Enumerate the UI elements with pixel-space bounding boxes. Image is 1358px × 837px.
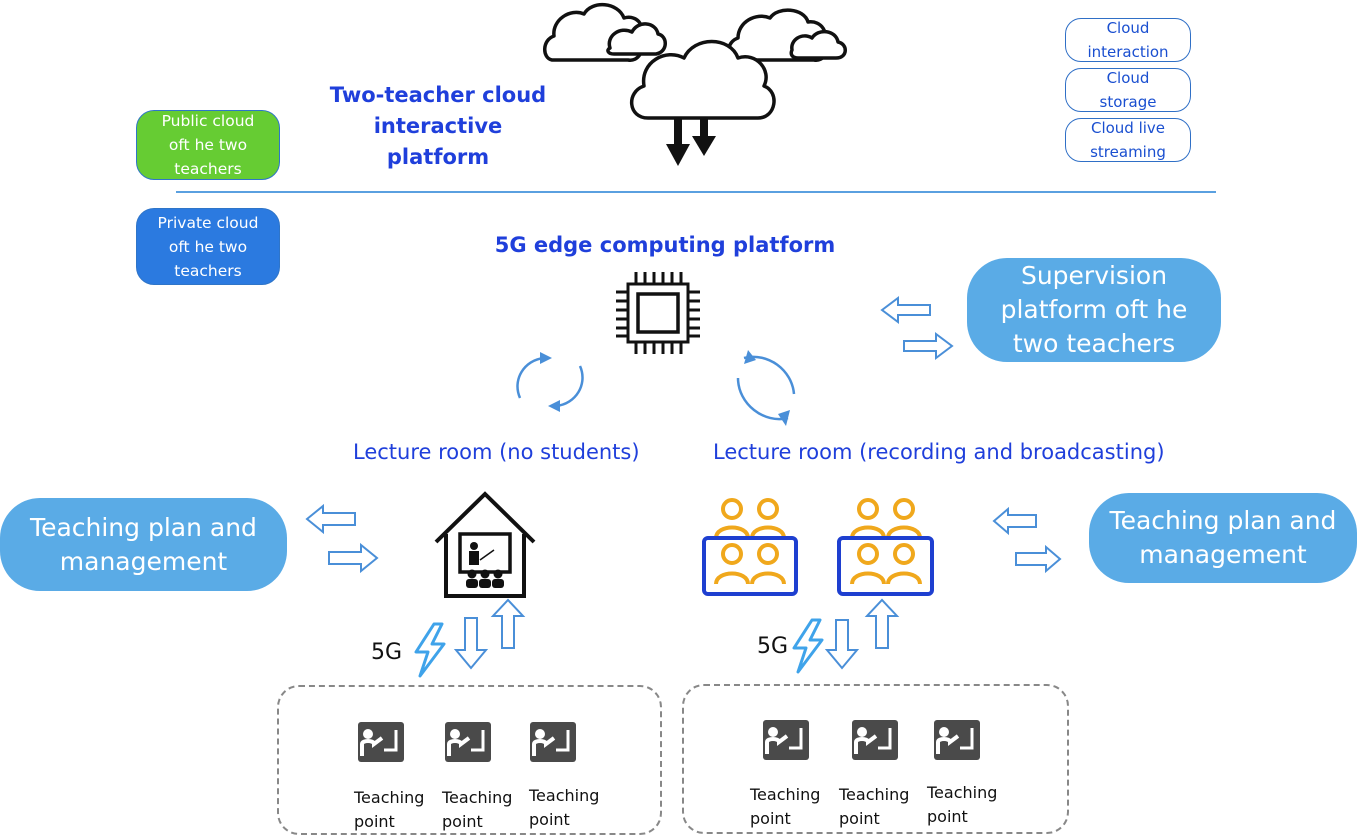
pill-text: Cloud live	[1090, 119, 1166, 137]
teaching-point-icon	[934, 720, 980, 760]
pill-text: interaction	[1087, 43, 1169, 61]
tp-line: point	[442, 812, 483, 831]
pill-text: oft he two	[168, 237, 248, 256]
teaching-point-icon	[763, 720, 809, 760]
left-teaching-plan-pill: Teaching plan and management	[0, 498, 287, 591]
teaching-point-label: Teaching point	[839, 783, 909, 831]
platform-title-line: platform	[386, 145, 490, 169]
teaching-point-label: Teaching point	[750, 783, 820, 831]
tp-line: point	[839, 809, 880, 828]
left-room-label: Lecture room (no students)	[353, 440, 640, 464]
tp-line: Teaching	[927, 783, 998, 802]
teaching-point-label: Teaching point	[442, 786, 512, 834]
pill-text: platform oft he	[1000, 295, 1188, 324]
pill-text: two teachers	[1012, 329, 1176, 358]
right-teaching-points-group	[682, 684, 1069, 834]
double-arrow-icon	[992, 506, 1062, 574]
teaching-point-icon	[358, 722, 404, 762]
private-cloud-pill: Private cloud oft he two teachers	[136, 208, 280, 285]
double-arrow-icon	[880, 296, 954, 360]
lightning-icon	[414, 622, 446, 678]
left-5g-label: 5G	[371, 640, 403, 665]
pill-text: oft he two	[168, 136, 248, 154]
tp-line: Teaching	[529, 786, 600, 805]
teaching-point-icon	[530, 722, 576, 762]
tp-line: point	[529, 810, 570, 829]
teaching-point-label: Teaching point	[354, 786, 424, 834]
platform-title-line: interactive	[373, 114, 503, 138]
pill-text: streaming	[1090, 143, 1166, 161]
pill-text: Private cloud	[157, 213, 259, 232]
platform-title: Two-teacher cloud interactive platform	[318, 80, 558, 173]
tp-line: Teaching	[750, 785, 821, 804]
tp-line: Teaching	[442, 788, 513, 807]
pill-text: management	[59, 546, 228, 576]
pill-text: Supervision	[1020, 261, 1168, 290]
pill-text: Public cloud	[161, 112, 255, 130]
tp-line: point	[750, 809, 791, 828]
lightning-icon	[792, 618, 824, 674]
vertical-arrows-icon	[453, 598, 526, 670]
pill-text: teachers	[174, 160, 242, 178]
platform-title-line: Two-teacher cloud	[329, 83, 547, 107]
pill-text: Cloud	[1106, 19, 1150, 37]
right-teaching-plan-pill: Teaching plan and management	[1089, 493, 1357, 583]
students-icon	[702, 498, 934, 596]
pill-text: storage	[1099, 93, 1157, 111]
tp-line: point	[354, 812, 395, 831]
cloud-icon	[543, 3, 847, 166]
pill-text: Teaching plan and	[30, 512, 257, 542]
tp-line: Teaching	[839, 785, 910, 804]
teaching-point-label: Teaching point	[529, 784, 599, 832]
house-classroom-icon	[434, 491, 536, 598]
section-divider	[176, 191, 1216, 193]
tp-line: point	[927, 807, 968, 826]
cloud-interaction-pill: Cloud interaction	[1065, 18, 1191, 62]
teaching-point-label: Teaching point	[927, 781, 997, 829]
pill-text: management	[1139, 540, 1307, 569]
pill-text: Cloud	[1106, 69, 1150, 87]
sync-icon	[736, 350, 796, 426]
double-arrow-icon	[305, 503, 379, 574]
teaching-point-icon	[852, 720, 898, 760]
teaching-point-icon	[445, 722, 491, 762]
cloud-storage-pill: Cloud storage	[1065, 68, 1191, 112]
pill-text: Teaching plan and	[1109, 506, 1337, 535]
public-cloud-pill: Public cloud oft he two teachers	[136, 110, 280, 180]
vertical-arrows-icon	[824, 598, 900, 670]
right-room-label: Lecture room (recording and broadcasting…	[713, 440, 1165, 464]
cloud-live-streaming-pill: Cloud live streaming	[1065, 118, 1191, 162]
tp-line: Teaching	[354, 788, 425, 807]
left-teaching-points-group	[277, 685, 662, 835]
sync-icon	[516, 352, 584, 412]
right-5g-label: 5G	[757, 634, 789, 659]
edge-platform-title: 5G edge computing platform	[494, 233, 836, 257]
chip-icon	[616, 272, 700, 354]
pill-text: teachers	[174, 261, 242, 280]
supervision-platform-pill: Supervision platform oft he two teachers	[967, 258, 1221, 362]
